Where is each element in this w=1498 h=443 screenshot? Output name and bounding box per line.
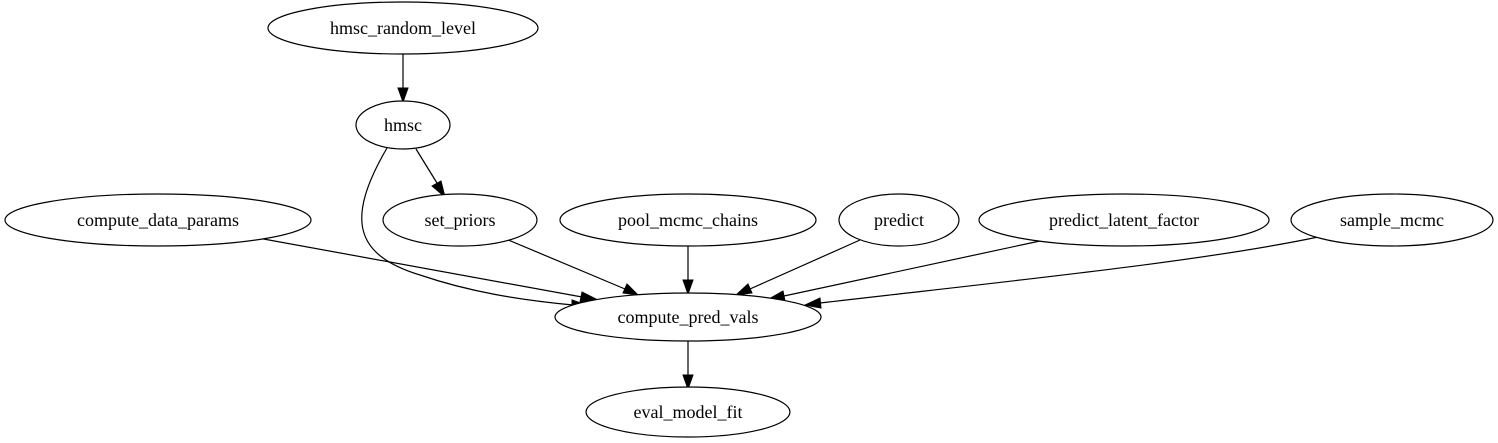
edge-hmsc_random_level-to-hmsc bbox=[397, 54, 409, 104]
edge-compute_data_params-to-compute_pred_vals bbox=[257, 237, 598, 303]
node-label: predict_latent_factor bbox=[1049, 210, 1199, 230]
node-compute_pred_vals[interactable]: compute_pred_vals bbox=[554, 292, 822, 342]
node-pool_mcmc_chains[interactable]: pool_mcmc_chains bbox=[559, 193, 817, 247]
edge-compute_pred_vals-to-eval_model_fit bbox=[682, 341, 694, 391]
node-label: hmsc bbox=[384, 115, 422, 135]
node-compute_data_params[interactable]: compute_data_params bbox=[4, 193, 312, 247]
node-label: pool_mcmc_chains bbox=[618, 210, 758, 230]
node-sample_mcmc[interactable]: sample_mcmc bbox=[1290, 193, 1494, 247]
node-set_priors[interactable]: set_priors bbox=[382, 193, 538, 247]
node-eval_model_fit[interactable]: eval_model_fit bbox=[585, 386, 791, 438]
node-label: hmsc_random_level bbox=[330, 18, 476, 38]
node-label: compute_pred_vals bbox=[618, 307, 759, 327]
edge-set_priors-to-compute_pred_vals bbox=[505, 238, 640, 296]
node-label: predict bbox=[874, 210, 924, 230]
node-predict[interactable]: predict bbox=[838, 193, 960, 247]
edge-predict-to-compute_pred_vals bbox=[734, 239, 861, 296]
node-hmsc[interactable]: hmsc bbox=[355, 100, 451, 150]
node-hmsc_random_level[interactable]: hmsc_random_level bbox=[267, 1, 539, 55]
edge-pool_mcmc_chains-to-compute_pred_vals bbox=[682, 246, 694, 296]
edge-predict_latent_factor-to-compute_pred_vals bbox=[767, 240, 1041, 302]
node-label: compute_data_params bbox=[77, 210, 239, 230]
edge-hmsc-to-set_priors bbox=[415, 148, 446, 199]
node-label: sample_mcmc bbox=[1340, 210, 1444, 230]
node-label: eval_model_fit bbox=[634, 402, 743, 422]
edge-sample_mcmc-to-compute_pred_vals bbox=[803, 236, 1319, 309]
node-label: set_priors bbox=[425, 210, 496, 230]
node-predict_latent_factor[interactable]: predict_latent_factor bbox=[978, 193, 1270, 247]
